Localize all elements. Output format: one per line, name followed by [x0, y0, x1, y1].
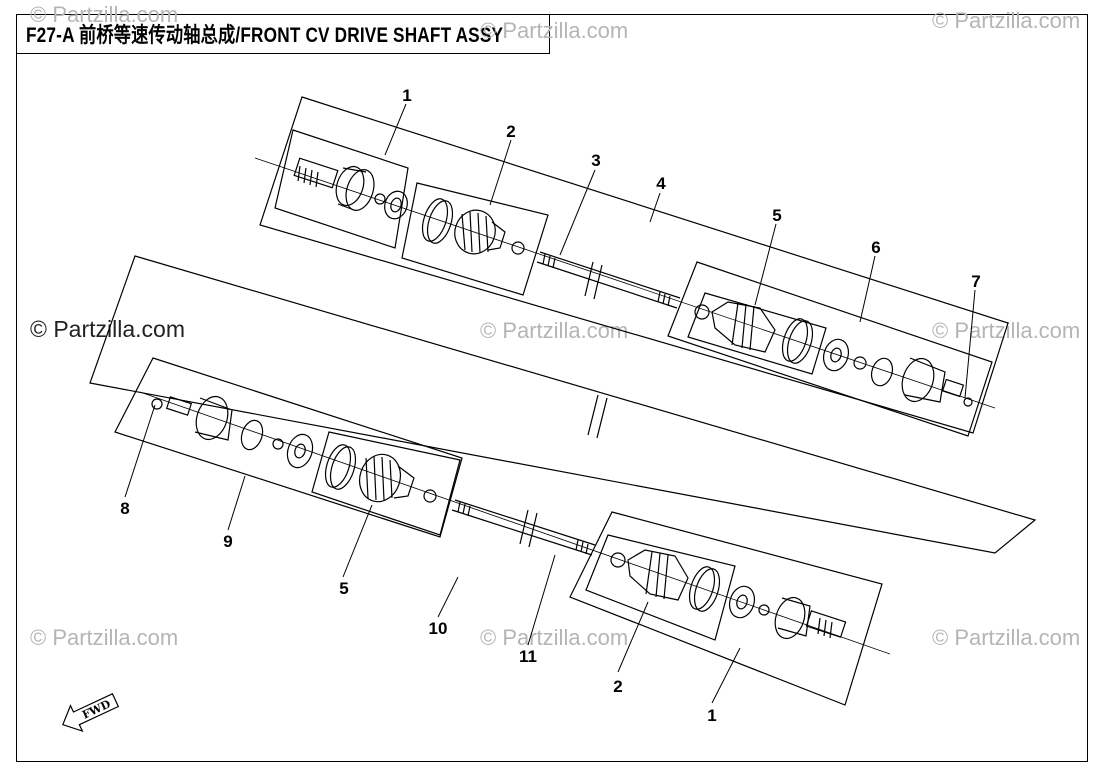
center-line-top — [254, 157, 996, 409]
clamp-band-bottom-right — [688, 566, 721, 612]
boot-bottom-left — [358, 453, 415, 503]
clamp-band-top-left — [421, 198, 454, 244]
small-clamp-bottom-right — [610, 552, 626, 568]
callout-10: 10 — [429, 619, 448, 638]
clamp-band-bottom-left — [324, 444, 357, 490]
circlip-7 — [963, 397, 973, 407]
diagram-frame — [16, 14, 1088, 762]
group-box-1-top — [259, 96, 1009, 434]
group-box-2-top — [401, 182, 549, 296]
small-clamp-top-right — [694, 304, 710, 320]
leader-lines — [124, 103, 976, 704]
callout-2-bottom: 2 — [613, 677, 622, 696]
title-box: F27-A 前桥等速传动轴总成/FRONT CV DRIVE SHAFT ASS… — [16, 14, 550, 54]
bottom-shaft-assembly — [89, 255, 1037, 706]
watermark: © Partzilla.com — [480, 625, 629, 650]
boot-top-right — [711, 301, 776, 353]
group-box-10 — [89, 255, 1037, 554]
watermark: © Partzilla.com — [30, 625, 179, 650]
shaft-3 — [536, 251, 681, 309]
fwd-arrow-icon: FWD — [62, 693, 120, 733]
callout-11: 11 — [519, 647, 537, 666]
group-box-5-bottom — [311, 431, 461, 536]
shaft-11 — [451, 499, 596, 556]
inner-cv-housing-bottom — [165, 395, 233, 441]
small-clamp-bottom-left — [423, 489, 437, 503]
boot-bottom-right — [627, 549, 689, 601]
group-box-5-top — [687, 292, 827, 375]
callout-4: 4 — [656, 174, 666, 193]
callout-3: 3 — [591, 151, 600, 170]
watermark: © Partzilla.com — [30, 2, 179, 27]
outer-cv-joint-top — [293, 157, 375, 211]
small-clamp-top-left — [511, 241, 525, 255]
group-box-9 — [114, 357, 463, 538]
callout-2-top: 2 — [506, 122, 515, 141]
watermark: © Partzilla.com — [932, 625, 1081, 650]
bearing-cage-bottom-right — [728, 585, 756, 619]
clamp-band-top-right — [781, 318, 814, 364]
callout-5-top: 5 — [772, 206, 781, 225]
callout-9: 9 — [223, 532, 232, 551]
callout-7: 7 — [971, 272, 980, 291]
watermark-main: © Partzilla.com — [30, 316, 185, 342]
callout-5-bottom: 5 — [339, 579, 348, 598]
circlip-bottom-right — [758, 604, 770, 616]
watermark: © Partzilla.com — [932, 8, 1081, 33]
callout-6: 6 — [871, 238, 880, 257]
bearing-cage-bottom-left — [286, 433, 314, 469]
group-box-1-bottom — [569, 511, 883, 706]
snap-ring-bottom-left — [240, 419, 264, 451]
page-title: F27-A 前桥等速传动轴总成/FRONT CV DRIVE SHAFT ASS… — [26, 23, 504, 47]
top-shaft-assembly — [254, 96, 1009, 437]
watermark: © Partzilla.com — [480, 18, 629, 43]
callout-1-top: 1 — [402, 86, 411, 105]
center-line-bottom — [139, 391, 891, 655]
circlip-8 — [151, 398, 163, 410]
callout-8: 8 — [120, 499, 129, 518]
boot-top-left — [454, 209, 506, 255]
group-box-6-top — [667, 261, 993, 437]
inner-cv-housing-top — [901, 357, 965, 403]
outer-cv-joint-bottom — [774, 596, 847, 640]
group-box-2-bottom — [585, 534, 736, 641]
bearing-cage-top-right — [822, 338, 850, 372]
bearing-cage-top — [384, 190, 408, 220]
circlip-top — [374, 193, 386, 205]
snap-ring-top-right — [870, 357, 894, 387]
watermark: © Partzilla.com — [480, 318, 629, 343]
group-box-inner-left-top — [274, 129, 409, 249]
circlip-bottom-left — [272, 438, 284, 450]
circlip-top-right — [853, 356, 867, 370]
callout-1-bottom: 1 — [707, 706, 716, 725]
